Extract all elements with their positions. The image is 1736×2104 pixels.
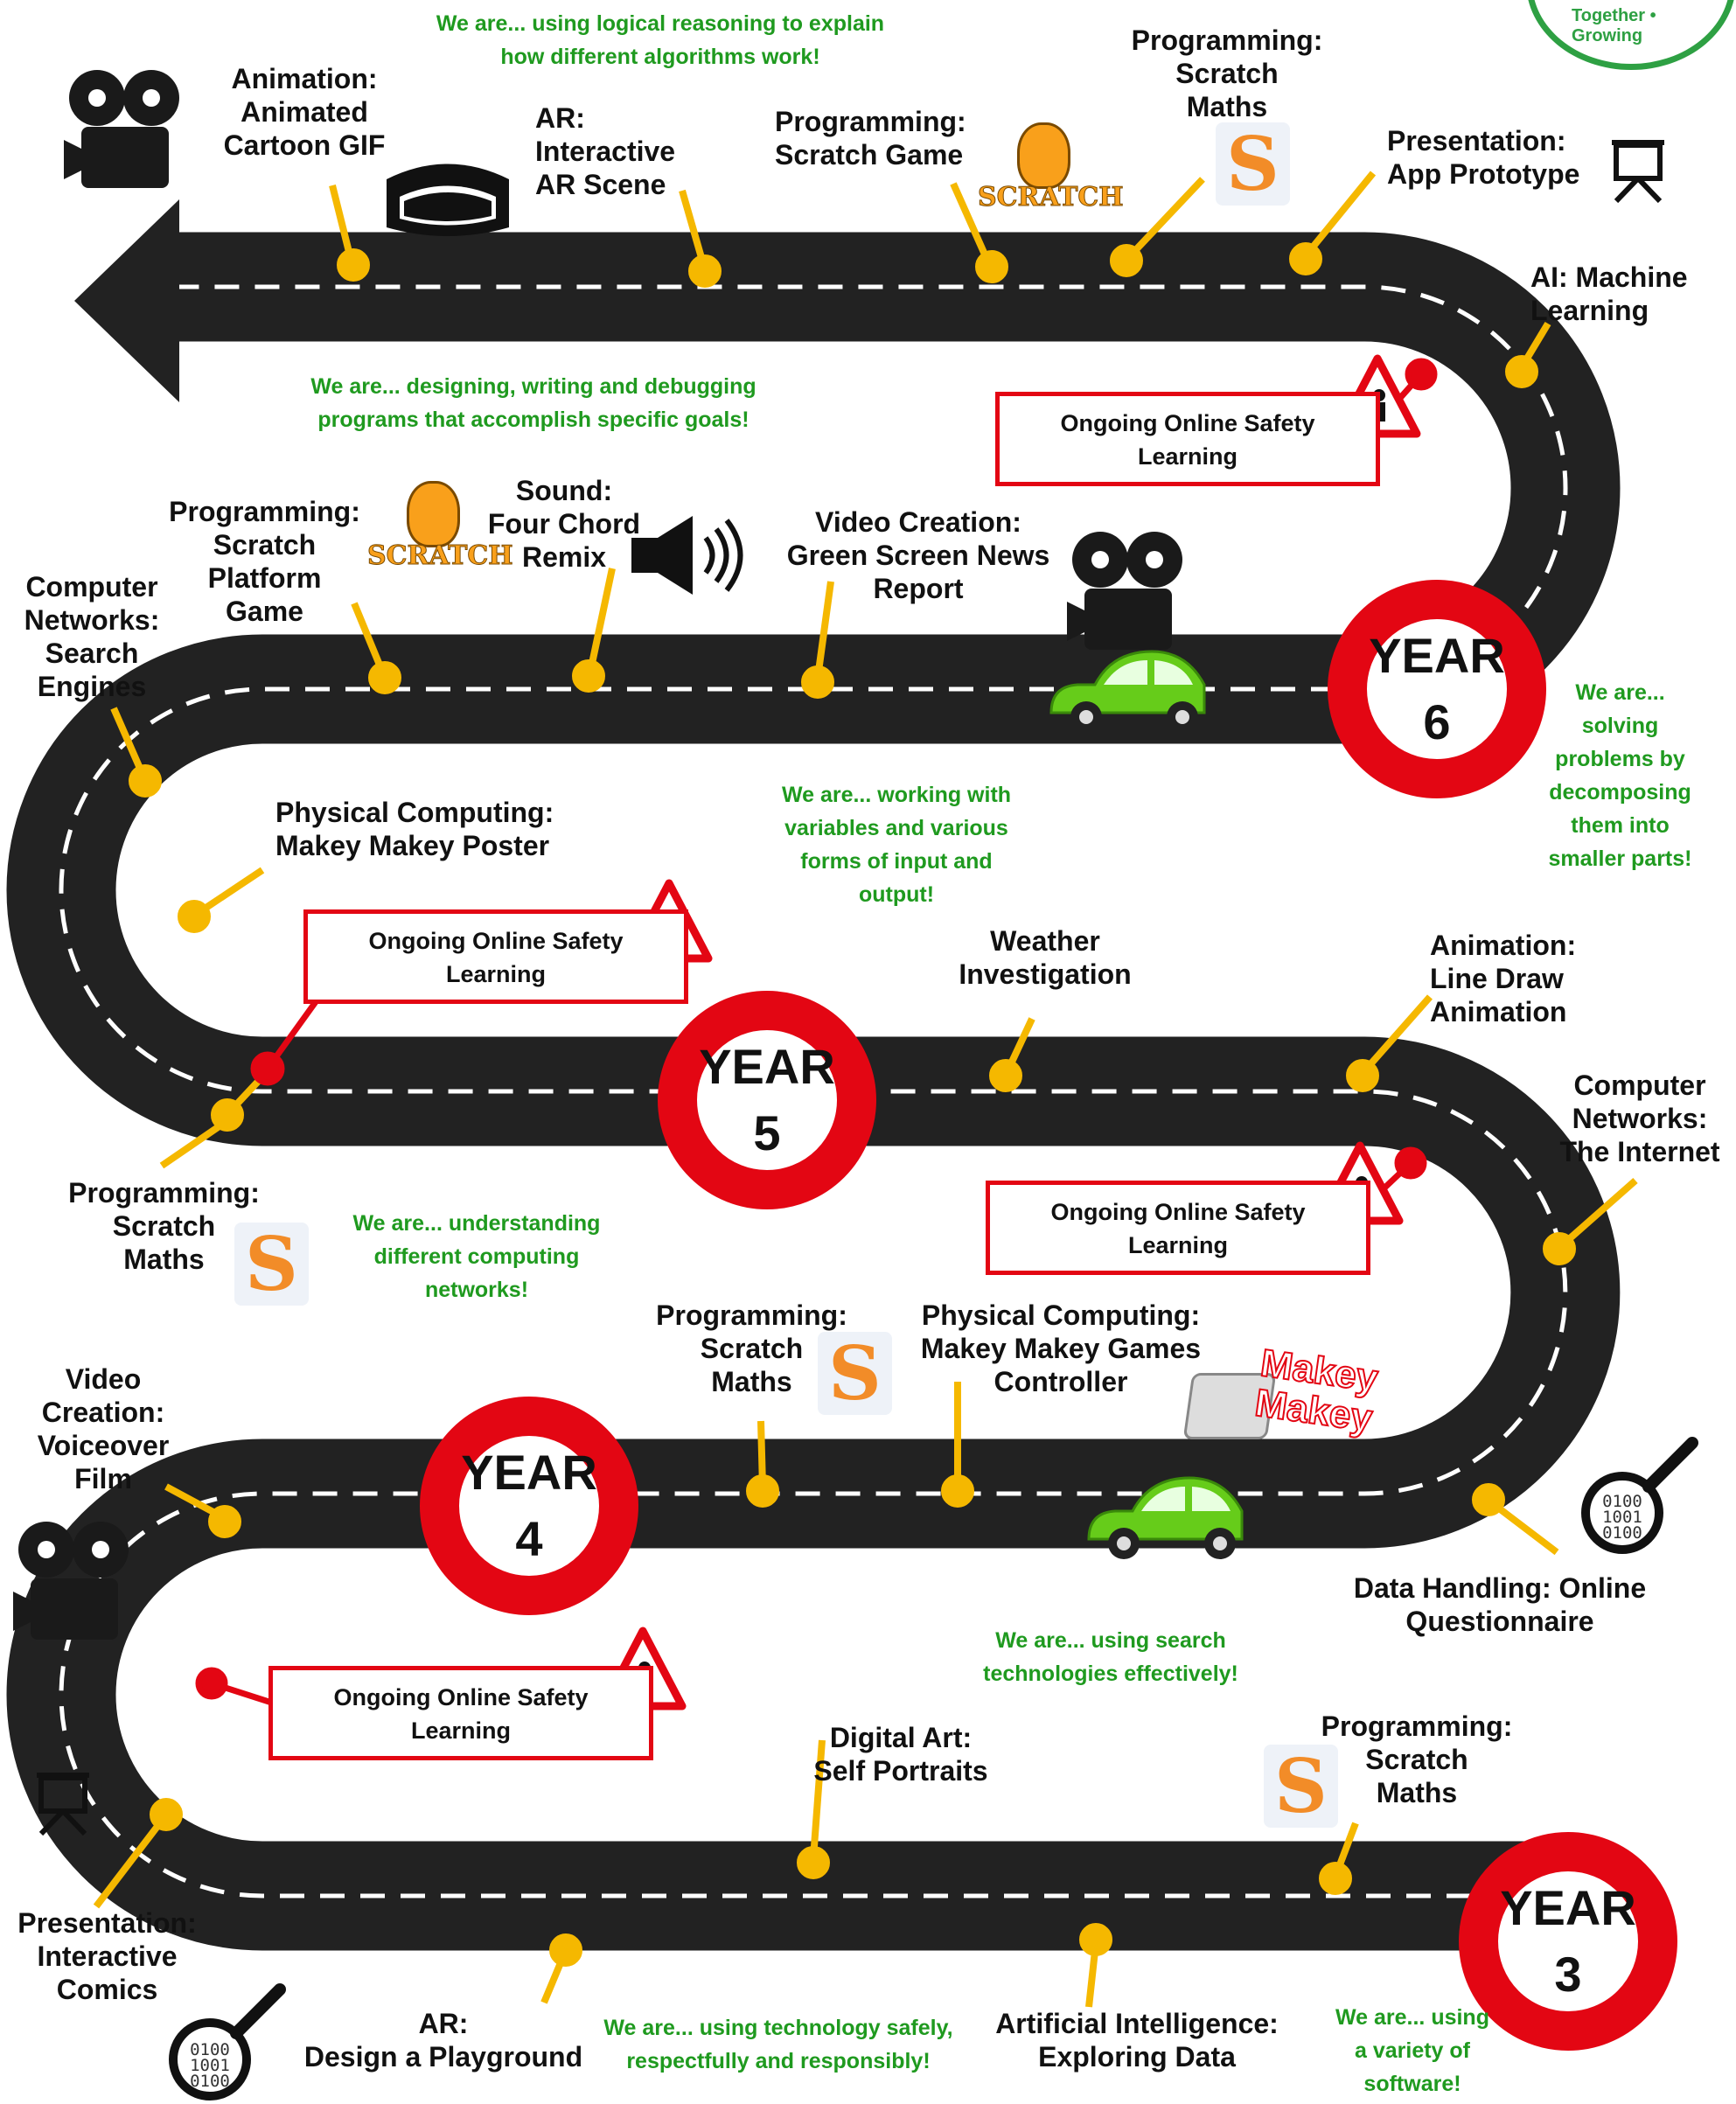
makey-logo-text: Makey Makey [1251,1341,1381,1441]
movie-camera-icon [1067,532,1182,650]
milestone-scratch-maths-y4: Programming: Scratch Maths [656,1299,847,1397]
milestone-scratch-maths-y6: Programming: Scratch Maths [1131,24,1323,122]
milestone-machine-learning: AI: Machine Learning [1530,261,1688,326]
year-4-sign: YEAR 4 [420,1397,638,1615]
milestone-ar-scene: AR: Interactive AR Scene [535,102,676,200]
scratch-logo-text: SCRATCH [367,540,514,572]
milestone-scratch-maths-y3: Programming: Scratch Maths [1321,1710,1513,1808]
milestone-line-draw-animation: Animation: Line Draw Animation [1430,930,1577,1028]
statement-computing-networks: We are... understanding different comput… [352,1211,601,1302]
milestone-exploring-data: Artificial Intelligence: Exploring Data [995,2008,1279,2073]
milestone-interactive-comics: Presentation: Interactive Comics [17,1907,197,2005]
scratch-logo-text: SCRATCH [978,182,1125,213]
milestone-green-screen-news: Video Creation: Green Screen News Report [786,506,1050,604]
statement-designing-programs: We are... designing, writing and debuggi… [310,374,756,432]
milestone-makey-makey-games: Physical Computing: Makey Makey Games Co… [920,1299,1202,1397]
year-6-sign: YEAR 6 [1328,580,1546,798]
statement-variables: We are... working with variables and var… [781,783,1012,907]
milestone-scratch-maths-y5: Programming: Scratch Maths [68,1177,260,1275]
scratch-maths-icon: S [818,1332,892,1415]
statement-logical-reasoning: We are... using logical reasoning to exp… [436,11,885,69]
milestone-scratch-platform-game: Programming: Scratch Platform Game [169,496,360,627]
milestone-design-a-playground: AR: Design a Playground [303,2008,583,2073]
car-icon [1087,1476,1244,1559]
scratch-cat-icon: SCRATCH [978,122,1124,219]
milestone-self-portraits: Digital Art: Self Portraits [813,1722,988,1787]
milestone-voiceover-film: Video Creation: Voiceover Film [37,1363,170,1494]
logo-text: Together • Growing [1572,6,1656,45]
milestone-the-internet: Computer Networks: The Internet [1559,1069,1720,1167]
online-safety-box: Ongoing Online Safety Learning [303,909,688,1004]
speaker-icon [631,516,743,595]
binary-data-text: 0100 1001 0100 [190,2040,230,2091]
statement-technology-safely: We are... using technology safely, respe… [603,2016,953,2073]
scratch-maths-icon: S [234,1223,309,1306]
milestone-makey-makey-poster: Physical Computing: Makey Makey Poster [275,797,554,861]
magnifier-icon [169,1983,286,2101]
presentation-icon [37,1773,89,1836]
milestone-animated-cartoon-gif: Animation: Animated Cartoon GIF [223,63,386,161]
online-safety-box: Ongoing Online Safety Learning [268,1666,653,1760]
statement-variety-of-software: We are... using a variety of software! [1335,2005,1489,2096]
statement-search-technologies: We are... using search technologies effe… [983,1628,1238,1686]
road-arrow-head [74,199,179,402]
milestone-app-prototype: Presentation: App Prototype [1387,125,1580,190]
milestone-online-questionnaire: Data Handling: Online Questionnaire [1353,1572,1647,1637]
movie-camera-icon [64,70,179,188]
scratch-maths-icon: S [1216,122,1290,206]
car-icon [1049,650,1206,733]
online-safety-box: Ongoing Online Safety Learning [995,392,1380,486]
binary-data-text: 0100 1001 0100 [1602,1492,1642,1543]
year-3-sign: YEAR 3 [1459,1832,1677,2051]
statement-decomposing: We are... solving problems by decomposin… [1548,680,1692,871]
movie-camera-icon [13,1522,129,1640]
year-5-sign: YEAR 5 [658,991,876,1209]
scratch-cat-icon: SCRATCH [367,481,513,577]
scratch-maths-icon: S [1264,1745,1338,1828]
milestone-weather-investigation: Weather Investigation [959,925,1132,990]
magnifier-icon [1581,1437,1698,1554]
presentation-icon [1612,140,1664,204]
pins [93,171,1638,2008]
milestone-four-chord-remix: Sound: Four Chord Remix [487,475,641,573]
online-safety-box: Ongoing Online Safety Learning [986,1181,1370,1275]
milestone-scratch-game: Programming: Scratch Game [775,106,966,171]
vr-headset-icon [387,164,509,236]
milestone-search-engines: Computer Networks: Search Engines [24,571,160,702]
